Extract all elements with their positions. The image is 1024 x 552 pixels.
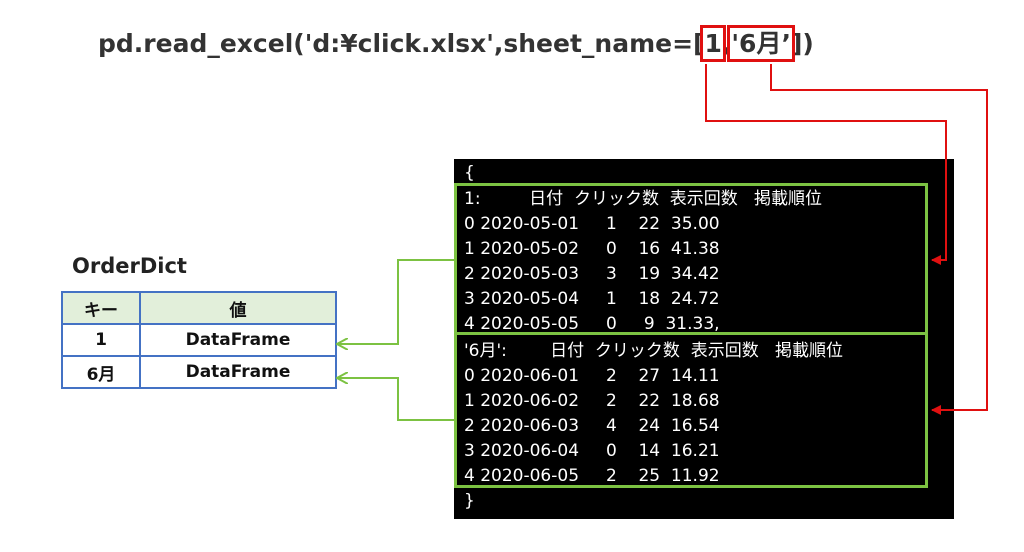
table-header-row: キー 値 [61,291,337,325]
sheet1-row: 1 2020-05-02 0 16 41.38 [464,239,720,259]
sheet2-row: 2 2020-06-03 4 24 16.54 [464,416,720,436]
table-row: 1 DataFrame [61,323,337,357]
sheet2-row: 4 2020-06-05 2 25 11.92 [464,466,720,486]
sheet1-header: 1: 日付 クリック数 表示回数 掲載順位 [464,189,823,209]
header-key: キー [61,291,141,325]
sheet2-row: 3 2020-06-04 0 14 16.21 [464,441,720,461]
row-2-value: DataFrame [139,355,337,389]
close-brace: } [464,491,475,511]
code-prefix: pd.read_excel('d:¥click.xlsx',sheet_name… [98,29,705,58]
code-separator: , [721,29,732,58]
sheet1-row: 2 2020-05-03 3 19 34.42 [464,264,720,284]
highlight-arg-2: '6月’ [727,25,795,62]
sheet1-row: 3 2020-05-04 1 18 24.72 [464,289,720,309]
sheet1-row: 4 2020-05-05 0 9 31.33, [464,314,720,334]
code-suffix: ]) [790,29,814,58]
table-row: 6月 DataFrame [61,355,337,389]
console-output: { 1: 日付 クリック数 表示回数 掲載順位 0 2020-05-01 1 2… [454,159,954,519]
open-brace: { [464,163,475,183]
arrow-sheet1-to-row1 [337,259,454,344]
ordered-dict-table: キー 値 1 DataFrame 6月 DataFrame [61,291,337,389]
row-2-key: 6月 [61,355,141,389]
row-1-key: 1 [61,323,141,357]
sheet1-row: 0 2020-05-01 1 22 35.00 [464,214,720,234]
sheet2-header: '6月': 日付 クリック数 表示回数 掲載順位 [464,341,843,361]
ordered-dict-title: OrderDict [72,254,187,278]
arrow-sheet2-to-row2 [337,378,454,421]
arrow-arg1-to-sheet1 [705,64,947,265]
sheet2-row: 1 2020-06-02 2 22 18.68 [464,391,720,411]
row-1-value: DataFrame [139,323,337,357]
code-line: pd.read_excel('d:¥click.xlsx',sheet_name… [98,24,814,62]
sheet2-box [454,332,928,488]
header-value: 値 [139,291,337,325]
sheet2-row: 0 2020-06-01 2 27 14.11 [464,366,720,386]
arrow-arg2-to-sheet2 [770,64,988,415]
highlight-arg-1: 1 [700,25,726,62]
